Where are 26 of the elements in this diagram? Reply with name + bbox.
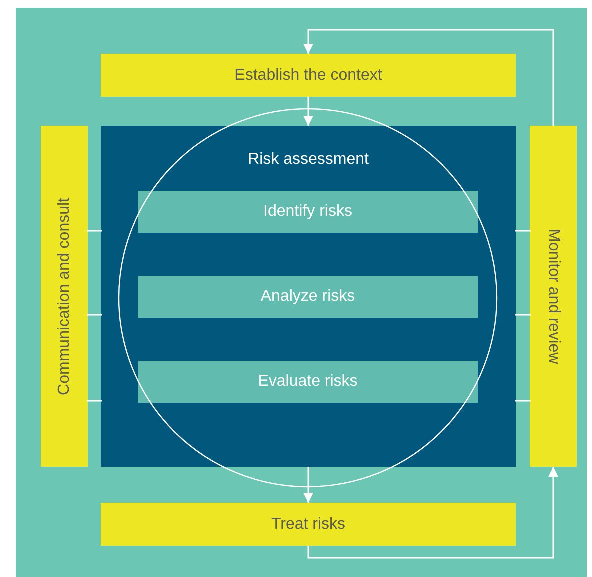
connector-line [87,314,102,316]
arrow [304,29,554,126]
node-label: Evaluate risks [258,372,358,392]
connector-line [515,230,531,232]
connector-line [515,400,531,402]
connector-line [515,314,531,316]
process-bar [101,54,516,97]
side-bar [41,126,88,467]
node-label: Monitor and review [544,228,564,364]
panel-heading: Risk assessment [248,150,369,170]
step-box [138,276,478,318]
node-label: Communication and consult [54,198,74,396]
arrow [304,97,314,126]
node-label: Analyze risks [260,287,356,307]
process-bar [101,503,516,546]
arrow [304,467,314,503]
connector-line [87,230,102,232]
node-label: Establish the context [234,66,382,86]
arrow [308,467,558,559]
step-box [138,361,478,403]
connector-line [87,400,102,402]
node-label: Identify risks [264,202,352,222]
assessment-panel [101,126,516,467]
node-label: Treat risks [271,514,346,534]
side-bar [530,126,577,467]
step-box [138,191,478,233]
